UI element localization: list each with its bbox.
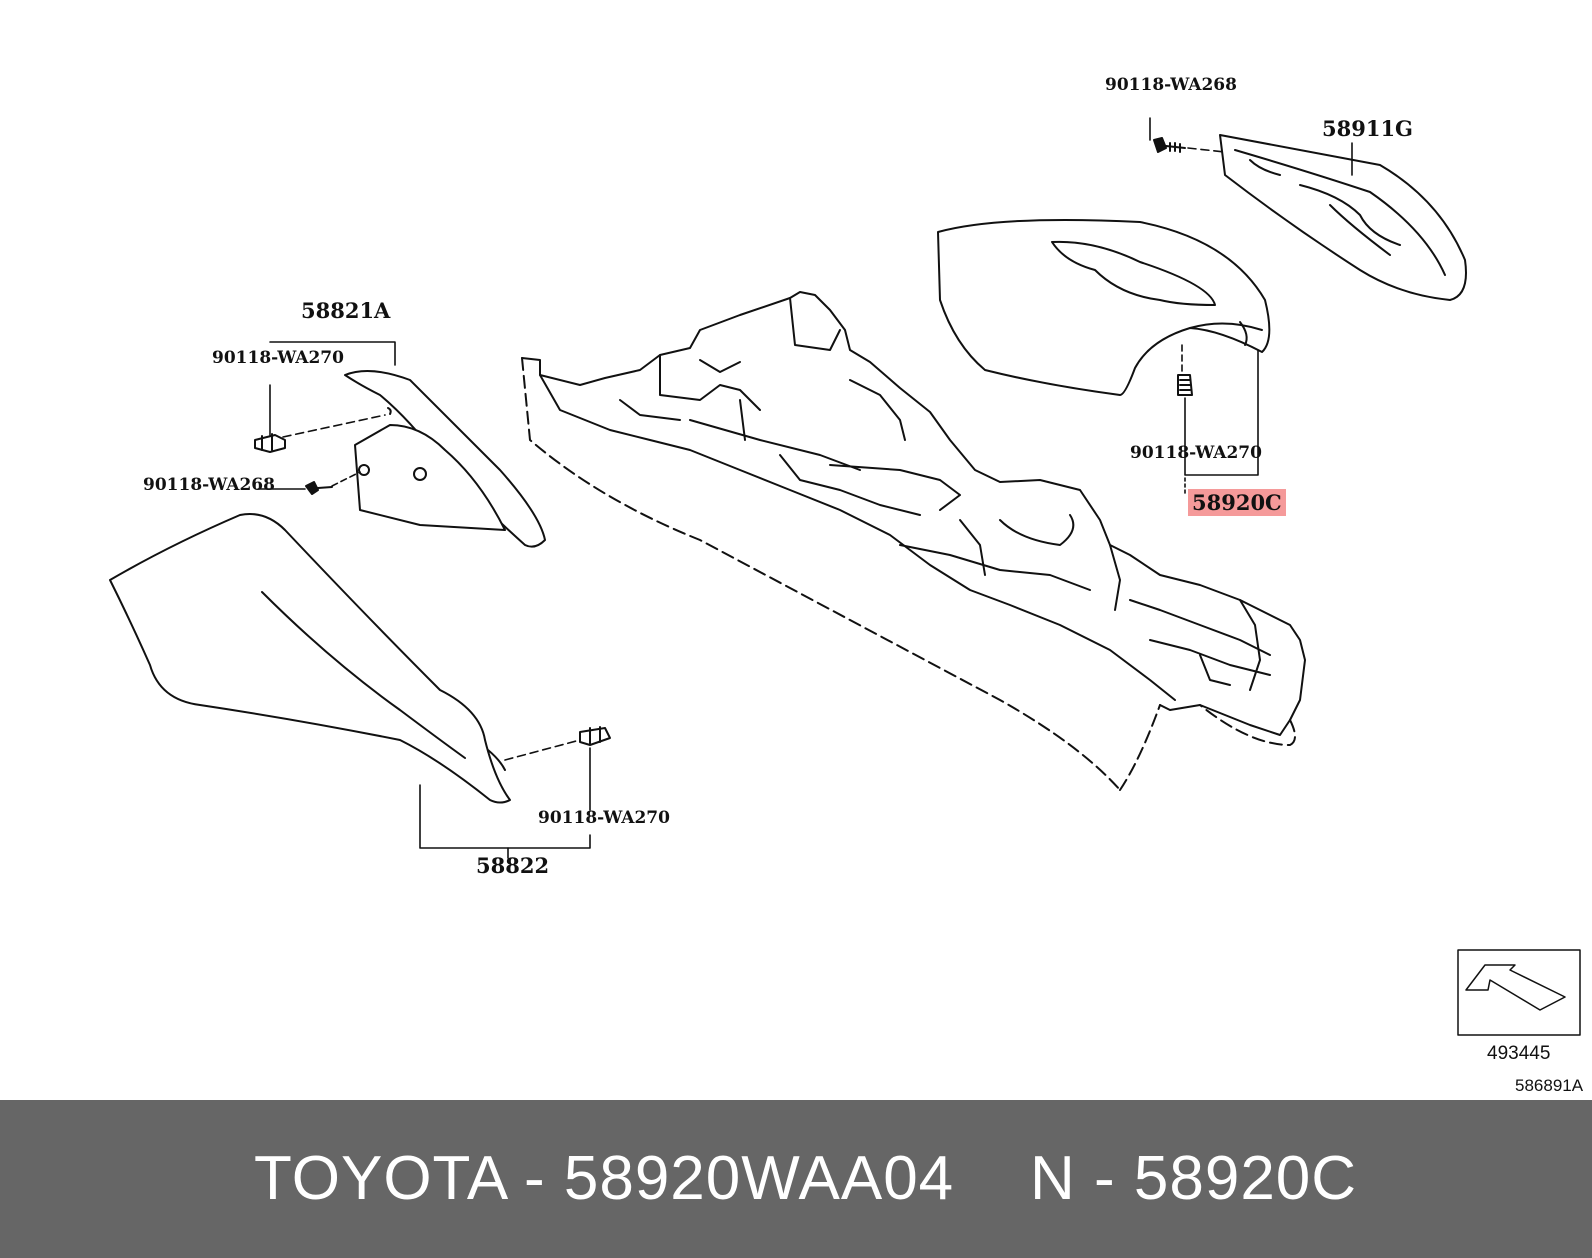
label-90118-wa270-bottom: 90118-WA270 bbox=[538, 808, 670, 828]
label-90118-wa268-top: 90118-WA268 bbox=[1105, 75, 1237, 95]
label-58822: 58822 bbox=[476, 853, 550, 878]
footer-reference-number: N - 58920C bbox=[1030, 1144, 1358, 1213]
trim-panel-58911g bbox=[1219, 134, 1467, 301]
label-90118-wa268-left: 90118-WA268 bbox=[143, 475, 275, 495]
trim-panel-58821a bbox=[344, 370, 546, 548]
footer-bar: TOYOTA - 58920WAA04 N - 58920C bbox=[0, 1100, 1592, 1258]
console-lid-part bbox=[937, 218, 1271, 396]
trim-panel-58822 bbox=[109, 513, 511, 804]
label-ref-586891a: 586891A bbox=[1515, 1076, 1584, 1095]
label-90118-wa270-right: 90118-WA270 bbox=[1130, 443, 1262, 463]
label-90118-wa270-left: 90118-WA270 bbox=[212, 348, 344, 368]
label-58821a: 58821A bbox=[301, 298, 391, 323]
footer-brand-part-number: TOYOTA - 58920WAA04 bbox=[254, 1144, 955, 1213]
label-ref-493445: 493445 bbox=[1487, 1043, 1551, 1064]
label-58911g: 58911G bbox=[1322, 116, 1413, 141]
reference-box bbox=[1457, 949, 1581, 1036]
clip-lid bbox=[1177, 374, 1193, 396]
parts-diagram bbox=[109, 117, 1581, 1036]
screw-top bbox=[1153, 137, 1186, 153]
clip-left-upper bbox=[254, 433, 286, 453]
console-body bbox=[521, 291, 1306, 791]
label-58920c-highlighted: 58920C bbox=[1188, 489, 1286, 516]
clip-bottom bbox=[579, 726, 611, 746]
screw-left bbox=[305, 481, 333, 495]
